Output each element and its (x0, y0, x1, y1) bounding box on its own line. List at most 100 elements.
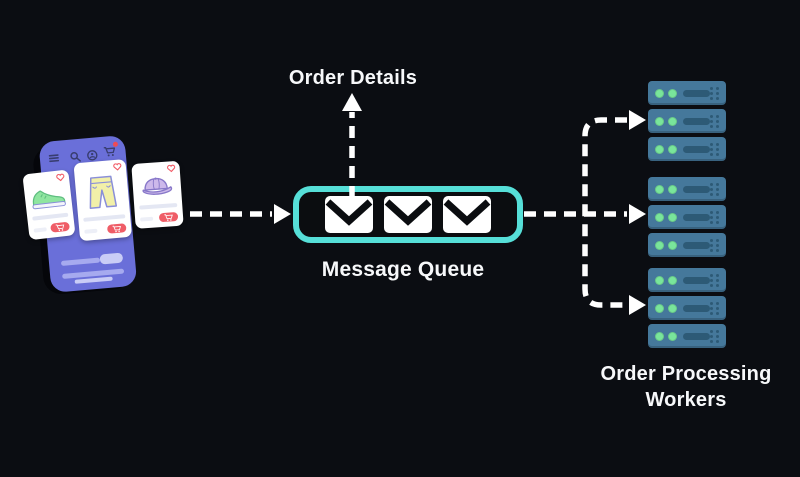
product-image-sneaker (29, 182, 68, 212)
vent-dots (710, 273, 719, 287)
phone-nav-bar (38, 135, 126, 168)
vent-dots (710, 142, 719, 156)
server-unit (648, 268, 726, 292)
shopping-app-phone (17, 122, 215, 305)
server-unit (648, 81, 726, 105)
vent-dots (710, 301, 719, 315)
drive-slot (683, 145, 710, 153)
led-indicator (668, 116, 677, 126)
server-unit (648, 296, 726, 320)
vent-dots (710, 86, 719, 100)
phone-body (38, 134, 138, 293)
placeholder-line (60, 257, 101, 266)
card-footer (139, 211, 179, 224)
product-image-pants (79, 171, 124, 213)
cart-badge (112, 141, 119, 147)
account-icon (87, 149, 98, 161)
drive-slot (683, 276, 710, 284)
heart-icon (167, 164, 176, 173)
led-indicator (655, 116, 664, 126)
heart-icon (113, 163, 122, 171)
product-card-cap (131, 160, 184, 229)
message-queue-label: Message Queue (321, 258, 485, 281)
product-image-cap (137, 173, 177, 201)
menu-icon (48, 154, 60, 163)
led-indicator (668, 240, 677, 250)
arrowhead-into-queue (274, 204, 291, 224)
cap-icon (142, 177, 173, 195)
drive-slot (683, 304, 710, 312)
message-queue-box (293, 186, 523, 243)
worker-server-stack-2 (648, 177, 726, 257)
led-indicator (668, 184, 677, 194)
led-indicator (655, 331, 664, 341)
buy-button (158, 211, 179, 223)
envelope-icon (443, 196, 491, 233)
led-indicator (668, 144, 677, 154)
card-text-placeholder (83, 214, 126, 222)
phone-nav-right-icons (69, 141, 119, 166)
phone-text-placeholders (60, 252, 125, 279)
card-footer (33, 221, 70, 235)
cart-icon (163, 213, 173, 221)
arrowhead-up-order-details (342, 93, 362, 111)
cart-icon (55, 224, 64, 231)
vent-dots (710, 182, 719, 196)
arrowhead-worker-3 (629, 295, 646, 315)
drive-slot (683, 213, 710, 221)
server-unit (648, 324, 726, 348)
buy-button (50, 221, 70, 233)
led-indicator (655, 88, 664, 98)
led-indicator (655, 303, 664, 313)
sneaker-icon (32, 189, 66, 209)
phone-home-indicator (74, 276, 113, 284)
led-indicator (655, 240, 664, 250)
product-card-sneaker (22, 169, 76, 241)
vent-dots (710, 329, 719, 343)
led-indicator (655, 275, 664, 285)
led-indicator (655, 184, 664, 194)
envelope-icon (384, 196, 432, 233)
vent-dots (710, 210, 719, 224)
led-indicator (655, 212, 664, 222)
arrowhead-worker-2 (629, 204, 646, 224)
pants-icon (89, 175, 118, 209)
vent-dots (710, 114, 719, 128)
drive-slot (683, 89, 710, 97)
card-text-placeholder (32, 212, 69, 221)
cart-icon (103, 147, 116, 157)
placeholder-pill-button (99, 252, 124, 265)
buy-button (106, 223, 127, 234)
led-indicator (668, 212, 677, 222)
price-placeholder (139, 216, 154, 222)
server-unit (648, 205, 726, 229)
order-details-label: Order Details (288, 67, 418, 89)
cart-icon-wrap (103, 141, 119, 163)
worker-server-stack-3 (648, 268, 726, 348)
server-unit (648, 137, 726, 161)
price-placeholder (84, 228, 98, 234)
drive-slot (683, 185, 710, 193)
envelope-icon (325, 196, 373, 233)
server-unit (648, 109, 726, 133)
card-footer (84, 223, 127, 236)
server-unit (648, 177, 726, 201)
led-indicator (668, 331, 677, 341)
led-indicator (668, 303, 677, 313)
server-unit (648, 233, 726, 257)
led-indicator (668, 88, 677, 98)
search-icon (70, 151, 81, 162)
cart-icon (111, 225, 121, 232)
led-indicator (655, 144, 664, 154)
price-placeholder (33, 226, 47, 233)
worker-server-stack-1 (648, 81, 726, 161)
drive-slot (683, 332, 710, 340)
product-card-pants (73, 158, 133, 242)
vent-dots (710, 238, 719, 252)
led-indicator (668, 275, 677, 285)
arrowhead-worker-1 (629, 110, 646, 130)
arrow-branch-to-workers-1-3 (582, 117, 627, 308)
drive-slot (683, 241, 710, 249)
card-text-placeholder (139, 202, 178, 210)
order-processing-workers-label: Order Processing Workers (600, 363, 772, 411)
